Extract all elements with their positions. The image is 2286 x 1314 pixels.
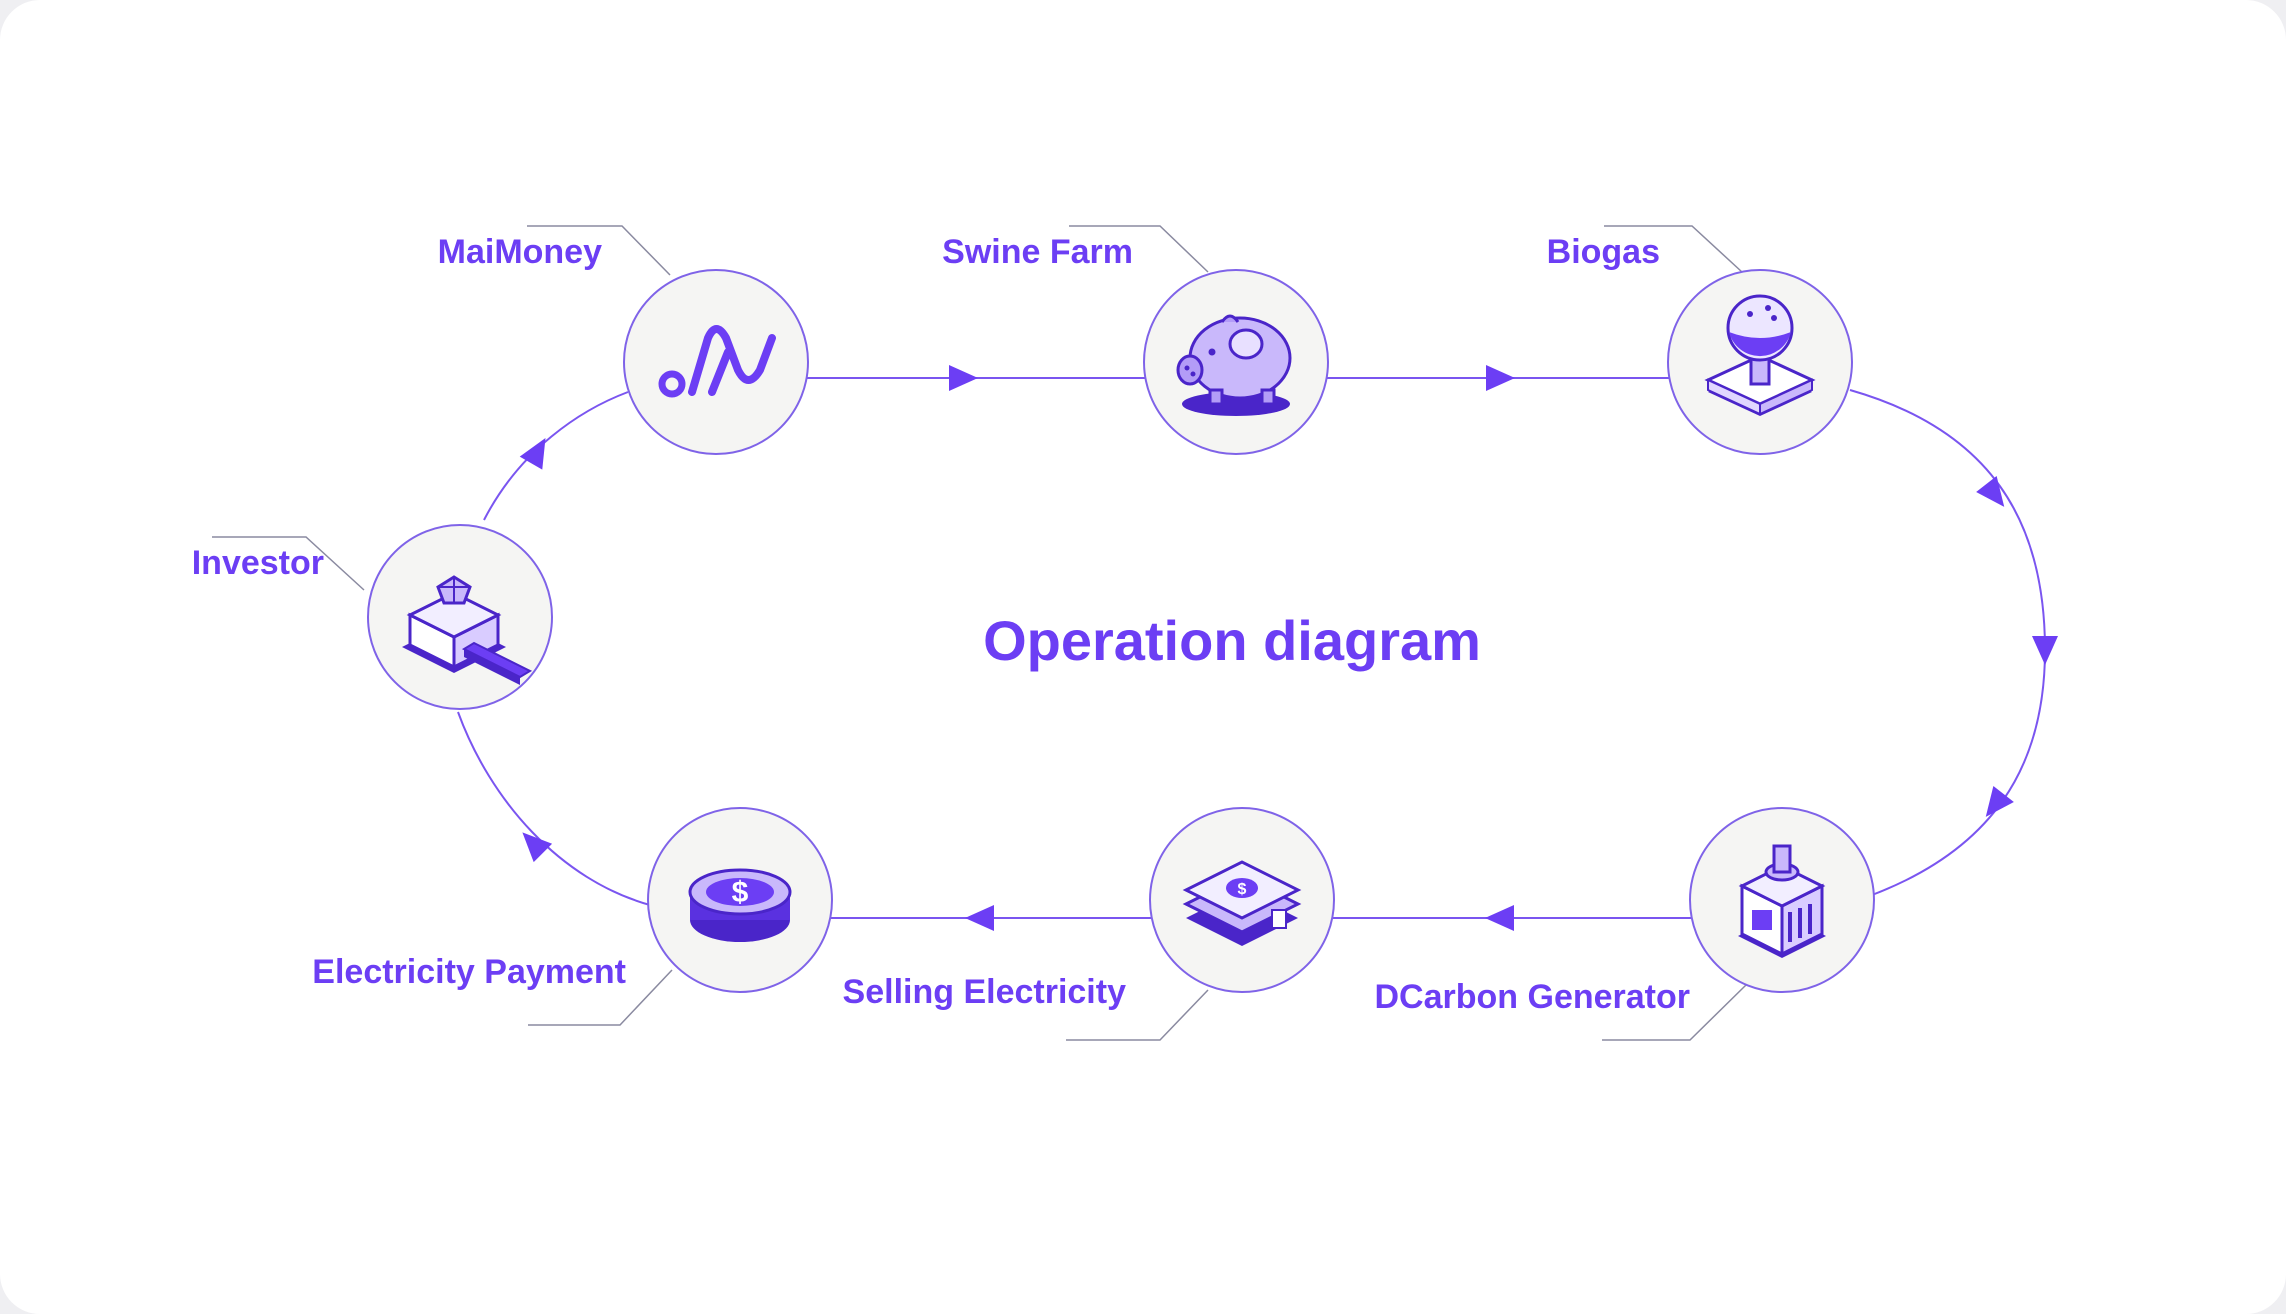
- node-electricity-payment[interactable]: [647, 807, 833, 993]
- label-callouts: [212, 225, 1747, 1041]
- connector-electricity-payment-to-investor: [457, 711, 651, 906]
- dollar-coin-icon: [688, 868, 792, 944]
- label-investor: Investor: [192, 544, 324, 582]
- arrow-icon: [2032, 636, 2058, 665]
- callout-line-selling-electricity: [1066, 989, 1209, 1041]
- node-swine-farm[interactable]: [1143, 269, 1329, 455]
- label-electricity-payment: Electricity Payment: [312, 953, 626, 991]
- label-selling-electricity: Selling Electricity: [843, 973, 1127, 1011]
- node-selling-electricity[interactable]: [1149, 807, 1335, 993]
- arrow-icon: [949, 365, 978, 391]
- connector-biogas-to-dcarbon-generator: [1849, 389, 2047, 896]
- label-swine-farm: Swine Farm: [942, 233, 1133, 271]
- diagram-nodes: [367, 269, 1875, 993]
- node-dcarbon-generator[interactable]: [1689, 807, 1875, 993]
- diagram-title: Operation diagram: [983, 609, 1481, 672]
- arrow-icon: [1485, 905, 1514, 931]
- node-biogas[interactable]: [1667, 269, 1853, 455]
- node-maimoney[interactable]: [623, 269, 809, 455]
- label-biogas: Biogas: [1547, 233, 1660, 271]
- callout-line-electricity-payment: [528, 969, 673, 1026]
- callout-line-maimoney: [527, 225, 671, 276]
- label-dcarbon-generator: DCarbon Generator: [1375, 978, 1691, 1016]
- label-maimoney: MaiMoney: [438, 233, 602, 271]
- arrow-icon: [965, 905, 994, 931]
- arrow-icon: [1486, 365, 1515, 391]
- arrow-icon: [513, 823, 553, 863]
- callout-line-swine-farm: [1069, 225, 1209, 273]
- node-investor[interactable]: [367, 524, 553, 710]
- callout-line-investor: [212, 536, 365, 591]
- arrow-icon: [1976, 475, 2015, 515]
- connector-investor-to-maimoney: [483, 391, 629, 521]
- callout-line-dcarbon-generator: [1602, 984, 1747, 1041]
- callout-line-biogas: [1604, 225, 1743, 273]
- node-circle: [623, 269, 809, 455]
